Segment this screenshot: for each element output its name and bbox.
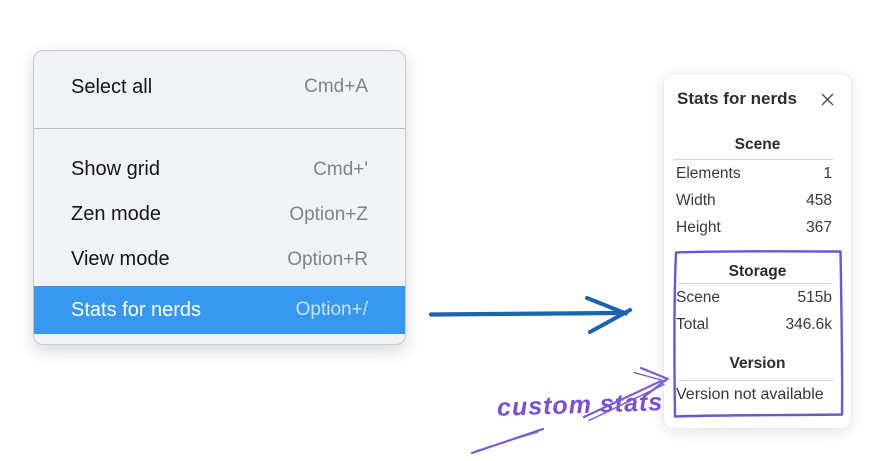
annotation-custom-stats: custom stats <box>496 388 664 422</box>
stat-row-scene-size: Scene 515b <box>664 284 851 311</box>
stat-value: 458 <box>806 191 832 209</box>
stat-label: Total <box>676 315 709 333</box>
menu-item-label: View mode <box>71 248 170 270</box>
section-header-storage: Storage <box>728 263 787 280</box>
stat-value: 346.6k <box>785 315 832 333</box>
stat-row-elements: Elements 1 <box>664 160 851 187</box>
blue-arrow <box>428 296 632 334</box>
menu-item-label: Select all <box>71 75 153 98</box>
menu-item-shortcut: Cmd+' <box>313 158 368 180</box>
stat-row-total-size: Total 346.6k <box>664 311 851 338</box>
menu-item-select-all[interactable]: Select all Cmd+A <box>34 64 405 110</box>
menu-item-label: Stats for nerds <box>71 298 202 321</box>
menu-item-label: Show grid <box>71 158 160 180</box>
menu-item-label: Zen mode <box>71 203 162 225</box>
stat-label: Width <box>676 191 716 209</box>
menu-item-show-grid[interactable]: Show grid Cmd+' <box>34 147 405 192</box>
menu-item-shortcut: Option+/ <box>295 299 368 320</box>
section-divider <box>673 159 833 160</box>
stats-for-nerds-panel: Stats for nerds Scene Elements 1 Width 4… <box>663 73 852 429</box>
close-icon[interactable] <box>818 90 836 108</box>
stat-label: Height <box>676 218 721 236</box>
version-status-text: Version not available <box>676 385 824 403</box>
stat-value: 367 <box>806 218 832 236</box>
menu-item-stats-for-nerds[interactable]: Stats for nerds Option+/ <box>34 286 405 334</box>
stats-panel-title: Stats for nerds <box>677 89 797 108</box>
stat-label: Elements <box>676 164 741 182</box>
stat-row-width: Width 458 <box>664 187 851 214</box>
menu-divider <box>34 128 405 129</box>
menu-item-shortcut: Cmd+A <box>304 76 368 97</box>
stat-value: 515b <box>797 288 832 306</box>
context-menu: Select all Cmd+A Show grid Cmd+' Zen mod… <box>33 50 406 345</box>
stat-label: Scene <box>676 288 720 306</box>
stats-panel-header: Stats for nerds <box>664 89 851 109</box>
menu-item-shortcut: Option+Z <box>289 203 368 225</box>
section-header-version: Version <box>729 355 786 372</box>
stat-row-height: Height 367 <box>664 214 851 241</box>
menu-item-shortcut: Option+R <box>287 248 368 270</box>
menu-item-view-mode[interactable]: View mode Option+R <box>34 237 405 282</box>
section-header-scene: Scene <box>734 136 781 153</box>
stat-value: 1 <box>823 164 832 182</box>
menu-item-zen-mode[interactable]: Zen mode Option+Z <box>34 192 405 237</box>
